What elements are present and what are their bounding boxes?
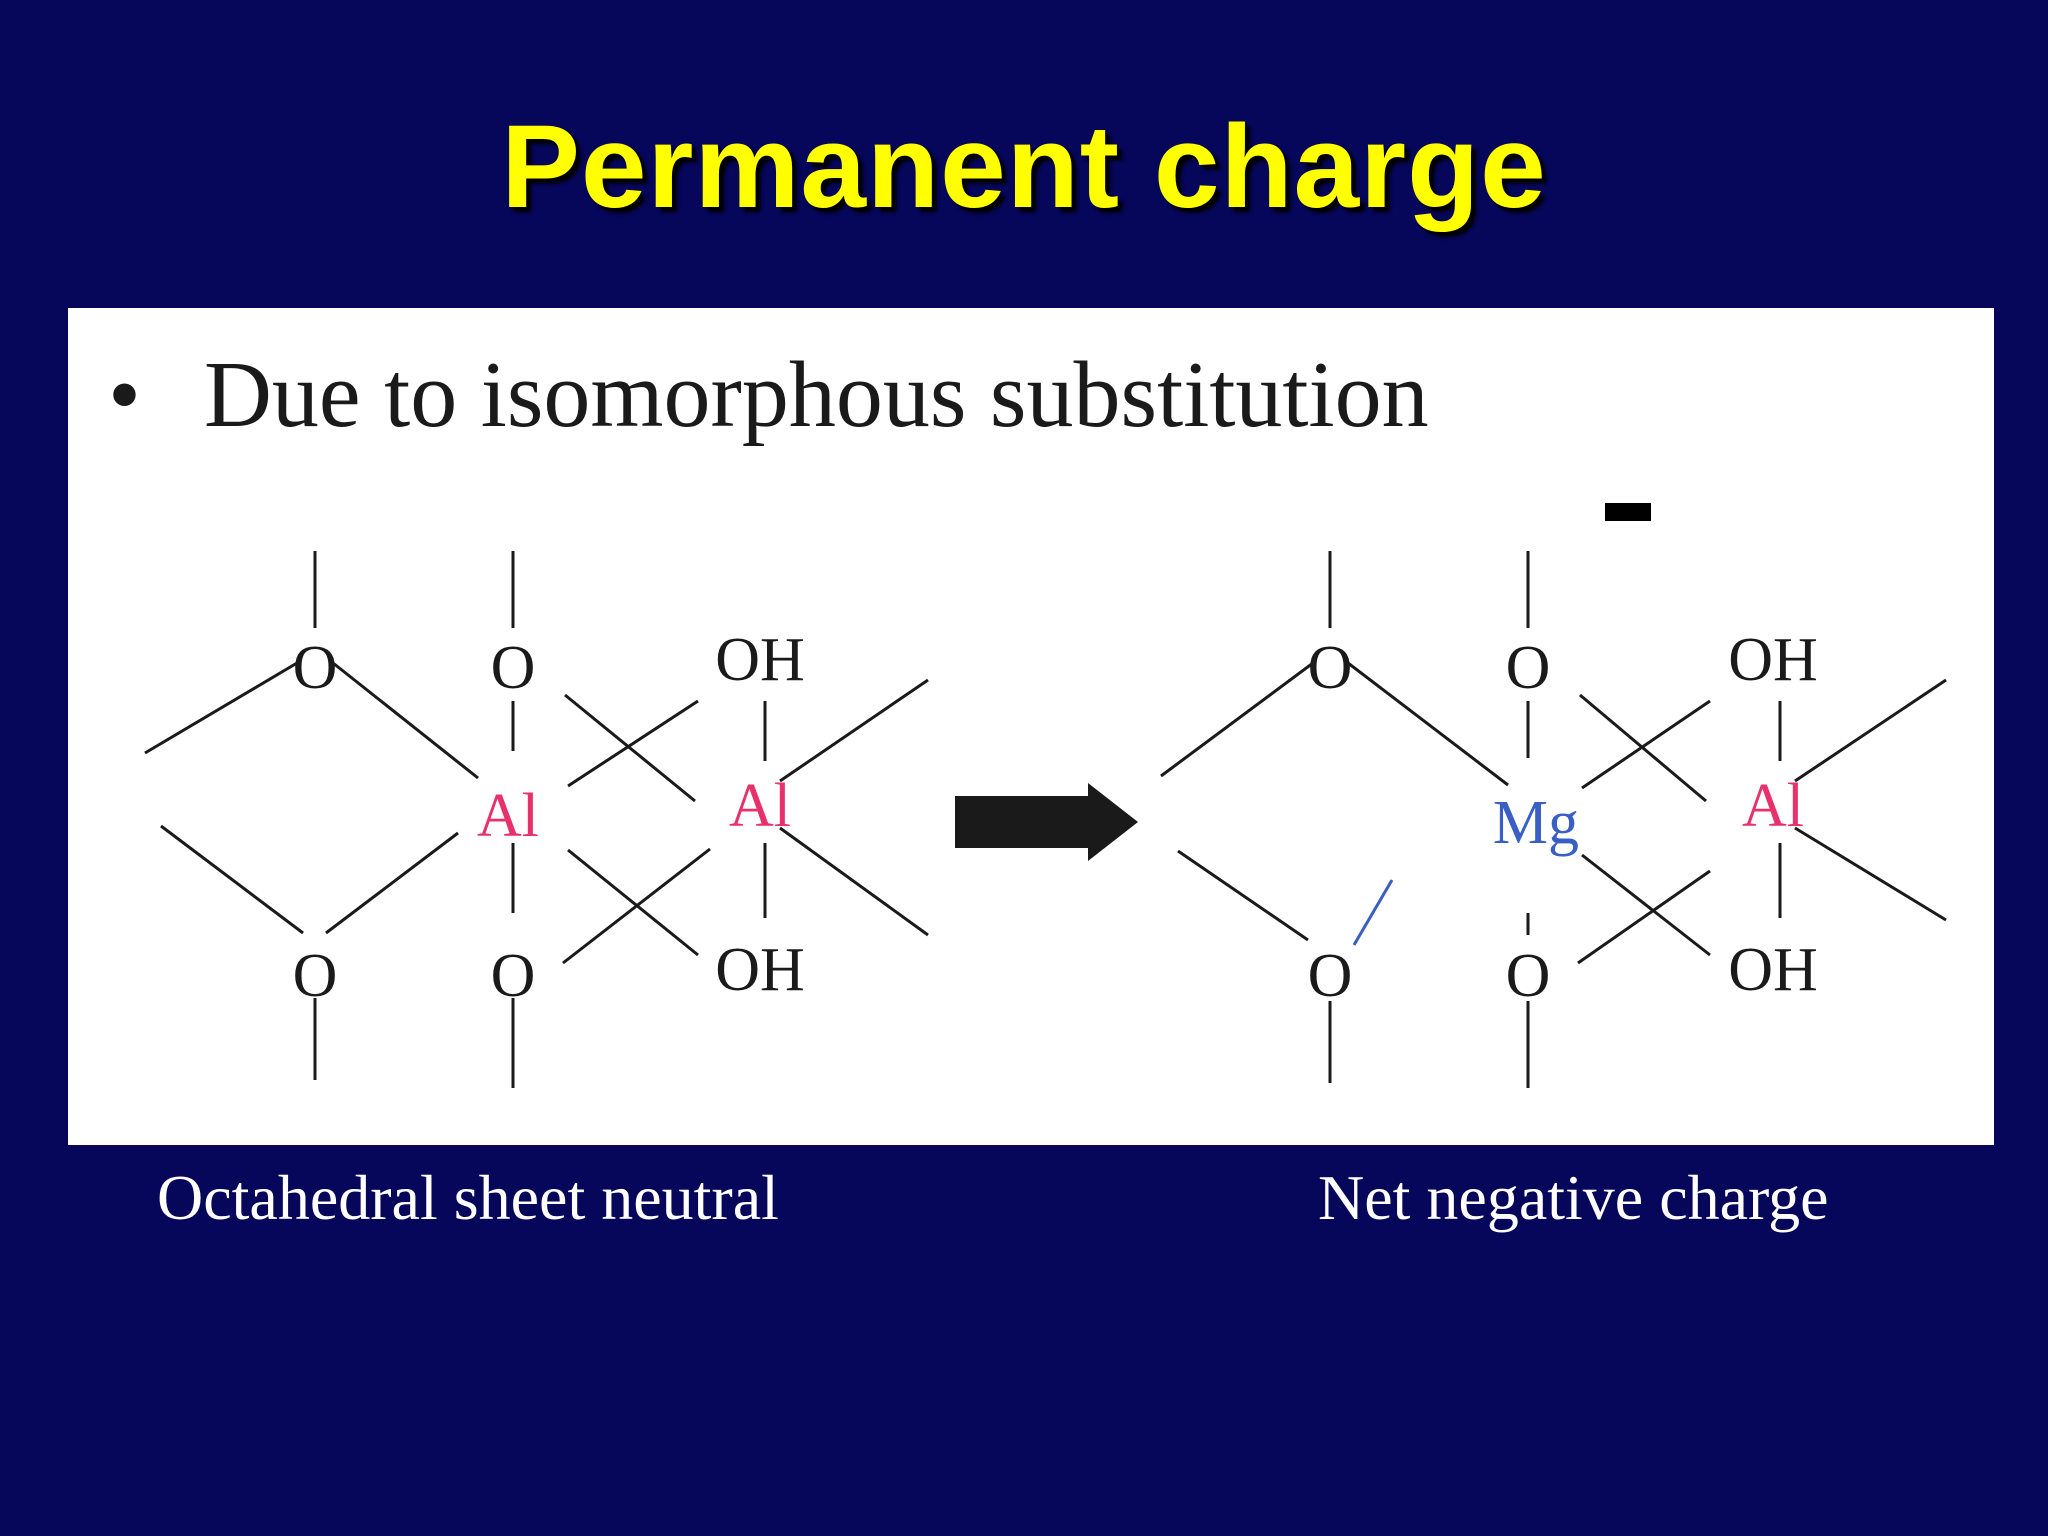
aluminum-label: Al	[1742, 772, 1804, 840]
bond	[1177, 849, 1309, 942]
bond	[1794, 678, 1947, 783]
hydroxyl-label: OH	[1728, 626, 1818, 694]
bond	[567, 699, 699, 788]
bond	[325, 831, 459, 935]
hydroxyl-label: OH	[715, 626, 805, 694]
oxygen-label: O	[1506, 634, 1551, 702]
bond	[567, 848, 699, 957]
bond	[564, 693, 696, 803]
bullet-item: •Due to isomorphous substitution	[108, 348, 1429, 442]
slide-title: Permanent charge	[501, 101, 1547, 233]
bullet-marker: •	[108, 343, 141, 447]
oxygen-label: O	[1506, 942, 1551, 1010]
bond	[1160, 661, 1314, 778]
magnesium-label: Mg	[1493, 789, 1579, 857]
bond	[1577, 869, 1711, 965]
diagram-panel: • Due to isomorphous substitution	[68, 308, 1994, 1145]
oxygen-label: O	[1308, 634, 1353, 702]
substitution-diagram: O O O O OH OH Al Al	[144, 503, 1947, 1088]
aluminum-label: Al	[729, 772, 791, 840]
bond	[1352, 879, 1394, 946]
oxygen-label: O	[293, 634, 338, 702]
bond	[332, 661, 479, 780]
left-structure	[144, 551, 929, 1088]
bond	[1794, 826, 1947, 922]
aluminum-label: Al	[477, 782, 539, 850]
bond	[1347, 661, 1509, 787]
bond	[1581, 699, 1711, 790]
bond	[779, 826, 929, 937]
caption-neutral: Octahedral sheet neutral	[157, 1162, 779, 1233]
right-structure	[1160, 551, 1947, 1088]
right-arrow-icon	[955, 783, 1138, 861]
oxygen-label: O	[491, 942, 536, 1010]
bullet-text: Due to isomorphous substitution	[204, 343, 1429, 447]
oxygen-label: O	[491, 634, 536, 702]
left-labels: O O O O OH OH Al Al	[293, 626, 805, 1010]
oxygen-label: O	[293, 942, 338, 1010]
bond	[779, 678, 929, 783]
bond	[144, 661, 298, 755]
oxygen-label: O	[1308, 942, 1353, 1010]
bond	[1581, 853, 1711, 957]
bond	[562, 847, 711, 965]
caption-negative: Net negative charge	[1318, 1162, 1829, 1233]
bond	[160, 824, 304, 935]
hydroxyl-label: OH	[715, 936, 805, 1004]
right-labels: O O O O OH OH Mg Al	[1308, 626, 1818, 1010]
negative-charge-icon	[1605, 503, 1651, 521]
hydroxyl-label: OH	[1728, 936, 1818, 1004]
